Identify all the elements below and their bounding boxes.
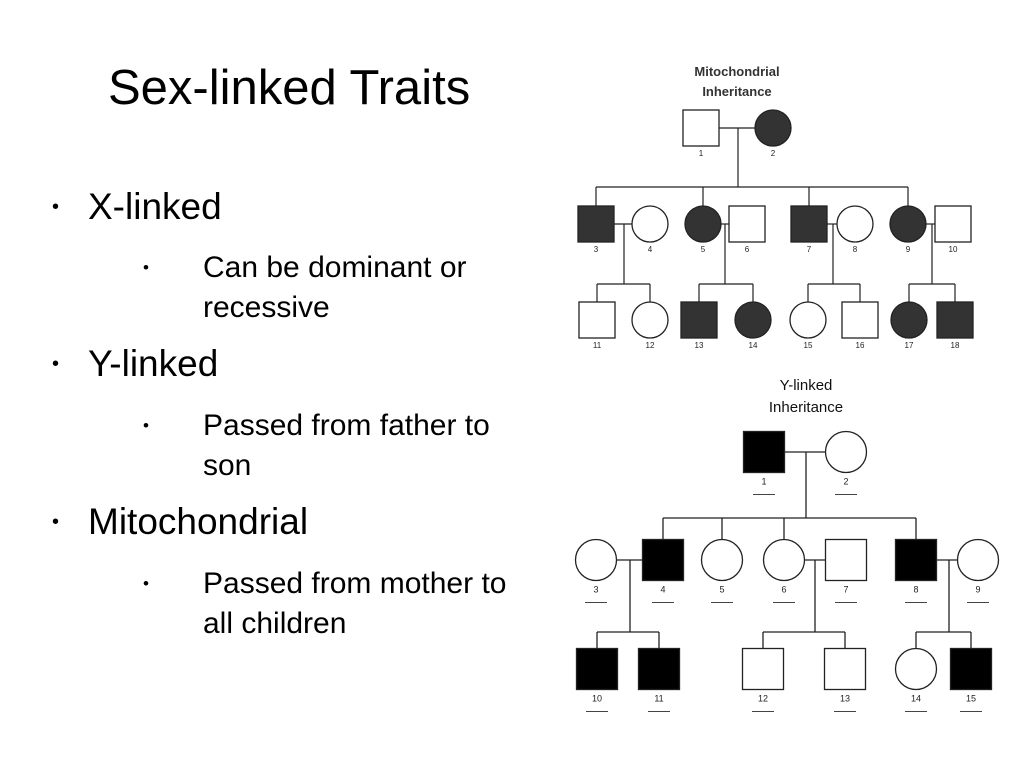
individual-number-2: 2 bbox=[843, 477, 848, 487]
mito-title-line-1: Mitochondrial bbox=[694, 64, 779, 79]
individual-number-18: 18 bbox=[951, 341, 960, 350]
bullet-dot: • bbox=[143, 258, 149, 277]
bullet-y-linked: • Y-linked bbox=[52, 343, 219, 385]
female-circle-8 bbox=[836, 205, 874, 243]
bullet-text: X-linked bbox=[88, 186, 222, 227]
individual-number-5: 5 bbox=[701, 245, 706, 254]
individual-number-14: 14 bbox=[749, 341, 758, 350]
male-square-16 bbox=[841, 301, 879, 339]
female-circle-5 bbox=[684, 205, 722, 243]
individual-number-9: 9 bbox=[906, 245, 911, 254]
male-square-10 bbox=[934, 205, 972, 243]
individual-number-9: 9 bbox=[975, 585, 980, 595]
bullet-text: Y-linked bbox=[88, 343, 219, 384]
bullet-dot: • bbox=[52, 196, 60, 218]
male-square-13 bbox=[823, 647, 867, 691]
female-circle-4 bbox=[631, 205, 669, 243]
individual-number-1: 1 bbox=[699, 149, 704, 158]
female-circle-9 bbox=[956, 538, 1000, 582]
mito-title-line-2: Inheritance bbox=[702, 84, 771, 99]
slide-title: Sex-linked Traits bbox=[108, 61, 471, 115]
bullet-text-line: Can be dominant or bbox=[203, 251, 467, 284]
sub-bullet-mitochondrial: • Passed from mother to all children bbox=[143, 564, 507, 644]
male-square-10 bbox=[575, 647, 619, 691]
male-square-13 bbox=[680, 301, 718, 339]
male-square-8 bbox=[894, 538, 938, 582]
sub-bullet-x-linked: • Can be dominant or recessive bbox=[143, 248, 467, 328]
female-circle-17 bbox=[890, 301, 928, 339]
bullet-text-line: Passed from father to bbox=[203, 409, 490, 442]
bullet-text-line: recessive bbox=[203, 291, 330, 324]
male-square-12 bbox=[741, 647, 785, 691]
individual-number-13: 13 bbox=[695, 341, 704, 350]
male-square-18 bbox=[936, 301, 974, 339]
female-circle-2 bbox=[754, 109, 792, 147]
bullet-dot: • bbox=[143, 416, 149, 435]
female-circle-2 bbox=[824, 430, 868, 474]
male-square-4 bbox=[641, 538, 685, 582]
female-circle-12 bbox=[631, 301, 669, 339]
individual-number-10: 10 bbox=[949, 245, 958, 254]
individual-number-3: 3 bbox=[593, 585, 598, 595]
individual-number-4: 4 bbox=[660, 585, 665, 595]
male-square-6 bbox=[728, 205, 766, 243]
individual-number-10: 10 bbox=[592, 694, 602, 704]
sub-bullet-y-linked: • Passed from father to son bbox=[143, 406, 490, 486]
bullet-text: Mitochondrial bbox=[88, 501, 309, 542]
individual-number-17: 17 bbox=[905, 341, 914, 350]
individual-number-8: 8 bbox=[913, 585, 918, 595]
individual-number-12: 12 bbox=[758, 694, 768, 704]
individual-number-14: 14 bbox=[911, 694, 921, 704]
individual-number-4: 4 bbox=[648, 245, 653, 254]
individual-number-1: 1 bbox=[761, 477, 766, 487]
individual-number-6: 6 bbox=[781, 585, 786, 595]
bullet-mitochondrial: • Mitochondrial bbox=[52, 501, 309, 543]
individual-number-16: 16 bbox=[856, 341, 865, 350]
female-circle-5 bbox=[700, 538, 744, 582]
male-square-1 bbox=[682, 109, 720, 147]
male-square-15 bbox=[949, 647, 993, 691]
bullet-x-linked: • X-linked bbox=[52, 186, 222, 228]
bullet-text-line: son bbox=[203, 449, 252, 482]
individual-number-15: 15 bbox=[804, 341, 813, 350]
individual-number-15: 15 bbox=[966, 694, 976, 704]
individual-number-2: 2 bbox=[771, 149, 776, 158]
female-circle-14 bbox=[894, 647, 938, 691]
y-title-line-2: Inheritance bbox=[769, 399, 843, 416]
female-circle-14 bbox=[734, 301, 772, 339]
bullet-dot: • bbox=[143, 574, 149, 593]
male-square-1 bbox=[742, 430, 786, 474]
individual-number-8: 8 bbox=[853, 245, 858, 254]
individual-number-7: 7 bbox=[843, 585, 848, 595]
bullet-text-line: all children bbox=[203, 607, 347, 640]
female-circle-6 bbox=[762, 538, 806, 582]
male-square-7 bbox=[824, 538, 868, 582]
female-circle-15 bbox=[789, 301, 827, 339]
male-square-11 bbox=[578, 301, 616, 339]
y-title-line-1: Y-linked bbox=[780, 377, 833, 394]
individual-number-13: 13 bbox=[840, 694, 850, 704]
individual-number-3: 3 bbox=[594, 245, 599, 254]
male-square-11 bbox=[637, 647, 681, 691]
individual-number-12: 12 bbox=[646, 341, 655, 350]
male-square-3 bbox=[577, 205, 615, 243]
male-square-7 bbox=[790, 205, 828, 243]
bullet-text-line: Passed from mother to bbox=[203, 567, 507, 600]
female-circle-9 bbox=[889, 205, 927, 243]
female-circle-3 bbox=[574, 538, 618, 582]
bullet-dot: • bbox=[52, 353, 60, 375]
individual-number-11: 11 bbox=[593, 341, 602, 350]
bullet-dot: • bbox=[52, 511, 60, 533]
individual-number-5: 5 bbox=[719, 585, 724, 595]
individual-number-6: 6 bbox=[745, 245, 750, 254]
individual-number-7: 7 bbox=[807, 245, 812, 254]
individual-number-11: 11 bbox=[654, 694, 663, 704]
